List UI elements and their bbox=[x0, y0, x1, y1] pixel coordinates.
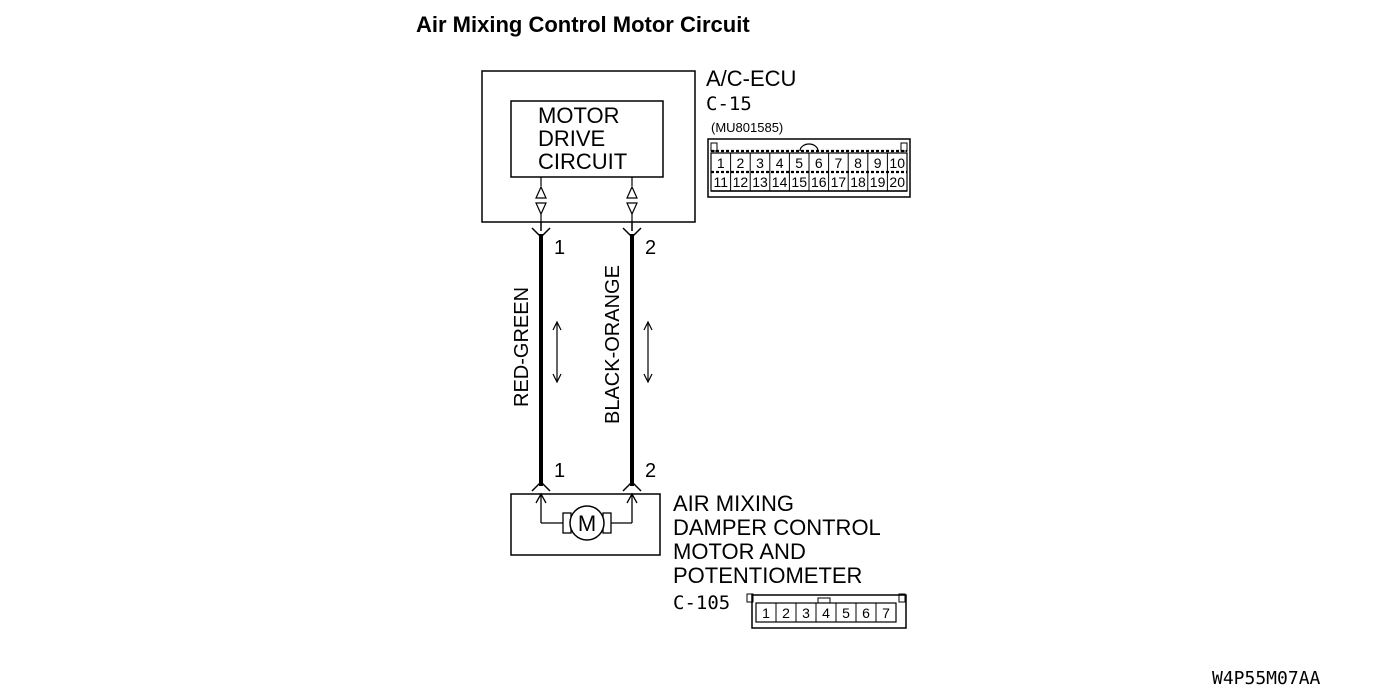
motor-drive-label-line-2: DRIVE bbox=[538, 126, 605, 151]
device-pin-cell-5: 5 bbox=[842, 605, 850, 621]
ecu-pin-cell-12: 12 bbox=[733, 174, 749, 190]
ecu-pin-cell-1: 1 bbox=[717, 155, 725, 171]
ecu-pin-cell-15: 15 bbox=[791, 174, 807, 190]
motor-drive-circuit-box bbox=[510, 100, 664, 178]
ecu-pin-cell-6: 6 bbox=[815, 155, 823, 171]
diagram-title: Air Mixing Control Motor Circuit bbox=[416, 12, 750, 37]
ecu-pin-2-label: 2 bbox=[645, 237, 656, 259]
device-internal-wiring bbox=[535, 492, 638, 524]
ecu-box bbox=[481, 70, 696, 223]
device-name-line-4: POTENTIOMETER bbox=[673, 563, 862, 588]
ecu-pin-cell-8: 8 bbox=[854, 155, 862, 171]
device-name-line-1: AIR MIXING bbox=[673, 491, 794, 516]
ecu-pin-cell-16: 16 bbox=[811, 174, 827, 190]
wire-2-color-label: BLACK-ORANGE bbox=[602, 265, 624, 424]
double-arrow-icon-wire1 bbox=[552, 320, 562, 384]
device-pin-cell-2: 2 bbox=[782, 605, 790, 621]
device-connector-c105 bbox=[746, 593, 907, 629]
motor-icon: M bbox=[562, 505, 612, 541]
device-pin-cell-6: 6 bbox=[862, 605, 870, 621]
ecu-pin-cell-5: 5 bbox=[795, 155, 803, 171]
ecu-pin-cell-13: 13 bbox=[752, 174, 768, 190]
ecu-pin-cell-20: 20 bbox=[889, 174, 905, 190]
ecu-pin-cell-3: 3 bbox=[756, 155, 764, 171]
ecu-part-number: (MU801585) bbox=[711, 120, 783, 135]
device-pin-cell-3: 3 bbox=[802, 605, 810, 621]
ecu-pin-cell-19: 19 bbox=[870, 174, 886, 190]
device-name-line-2: DAMPER CONTROL bbox=[673, 515, 881, 540]
double-arrow-icon-wire2 bbox=[643, 320, 653, 384]
ecu-pin-cell-2: 2 bbox=[737, 155, 745, 171]
motor-drive-label-line-3: CIRCUIT bbox=[538, 149, 627, 174]
wire-1-color-label: RED-GREEN bbox=[511, 287, 533, 407]
device-pin-cell-1: 1 bbox=[762, 605, 770, 621]
device-pin-2-label: 2 bbox=[645, 460, 656, 482]
device-box bbox=[510, 493, 661, 556]
ecu-pin-cell-18: 18 bbox=[850, 174, 866, 190]
device-connector-id: C-105 bbox=[673, 592, 730, 614]
wire-2 bbox=[622, 222, 642, 492]
figure-code: W4P55M07AA bbox=[1212, 668, 1321, 689]
ecu-connector-id: C-15 bbox=[706, 93, 752, 115]
ecu-pin-cell-17: 17 bbox=[831, 174, 847, 190]
ecu-pin-cell-7: 7 bbox=[835, 155, 843, 171]
device-pin-cell-4: 4 bbox=[822, 605, 830, 621]
wire-1 bbox=[531, 222, 551, 492]
ecu-pin-cell-14: 14 bbox=[772, 174, 788, 190]
ecu-pin-cell-4: 4 bbox=[776, 155, 784, 171]
motor-drive-label-line-1: MOTOR bbox=[538, 103, 619, 128]
motor-symbol: M bbox=[578, 511, 596, 536]
ecu-pin-cell-11: 11 bbox=[714, 174, 729, 190]
device-pin-1-label: 1 bbox=[554, 460, 565, 482]
ecu-pin-1-label: 1 bbox=[554, 237, 565, 259]
ecu-name: A/C-ECU bbox=[706, 66, 796, 91]
bidirectional-arrow-icon-pin1 bbox=[535, 177, 547, 222]
ecu-pin-cell-10: 10 bbox=[889, 155, 905, 171]
device-name-line-3: MOTOR AND bbox=[673, 539, 806, 564]
ecu-connector-c15 bbox=[707, 138, 911, 198]
bidirectional-arrow-icon-pin2 bbox=[626, 177, 638, 222]
device-pin-cell-7: 7 bbox=[882, 605, 890, 621]
ecu-pin-cell-9: 9 bbox=[874, 155, 882, 171]
